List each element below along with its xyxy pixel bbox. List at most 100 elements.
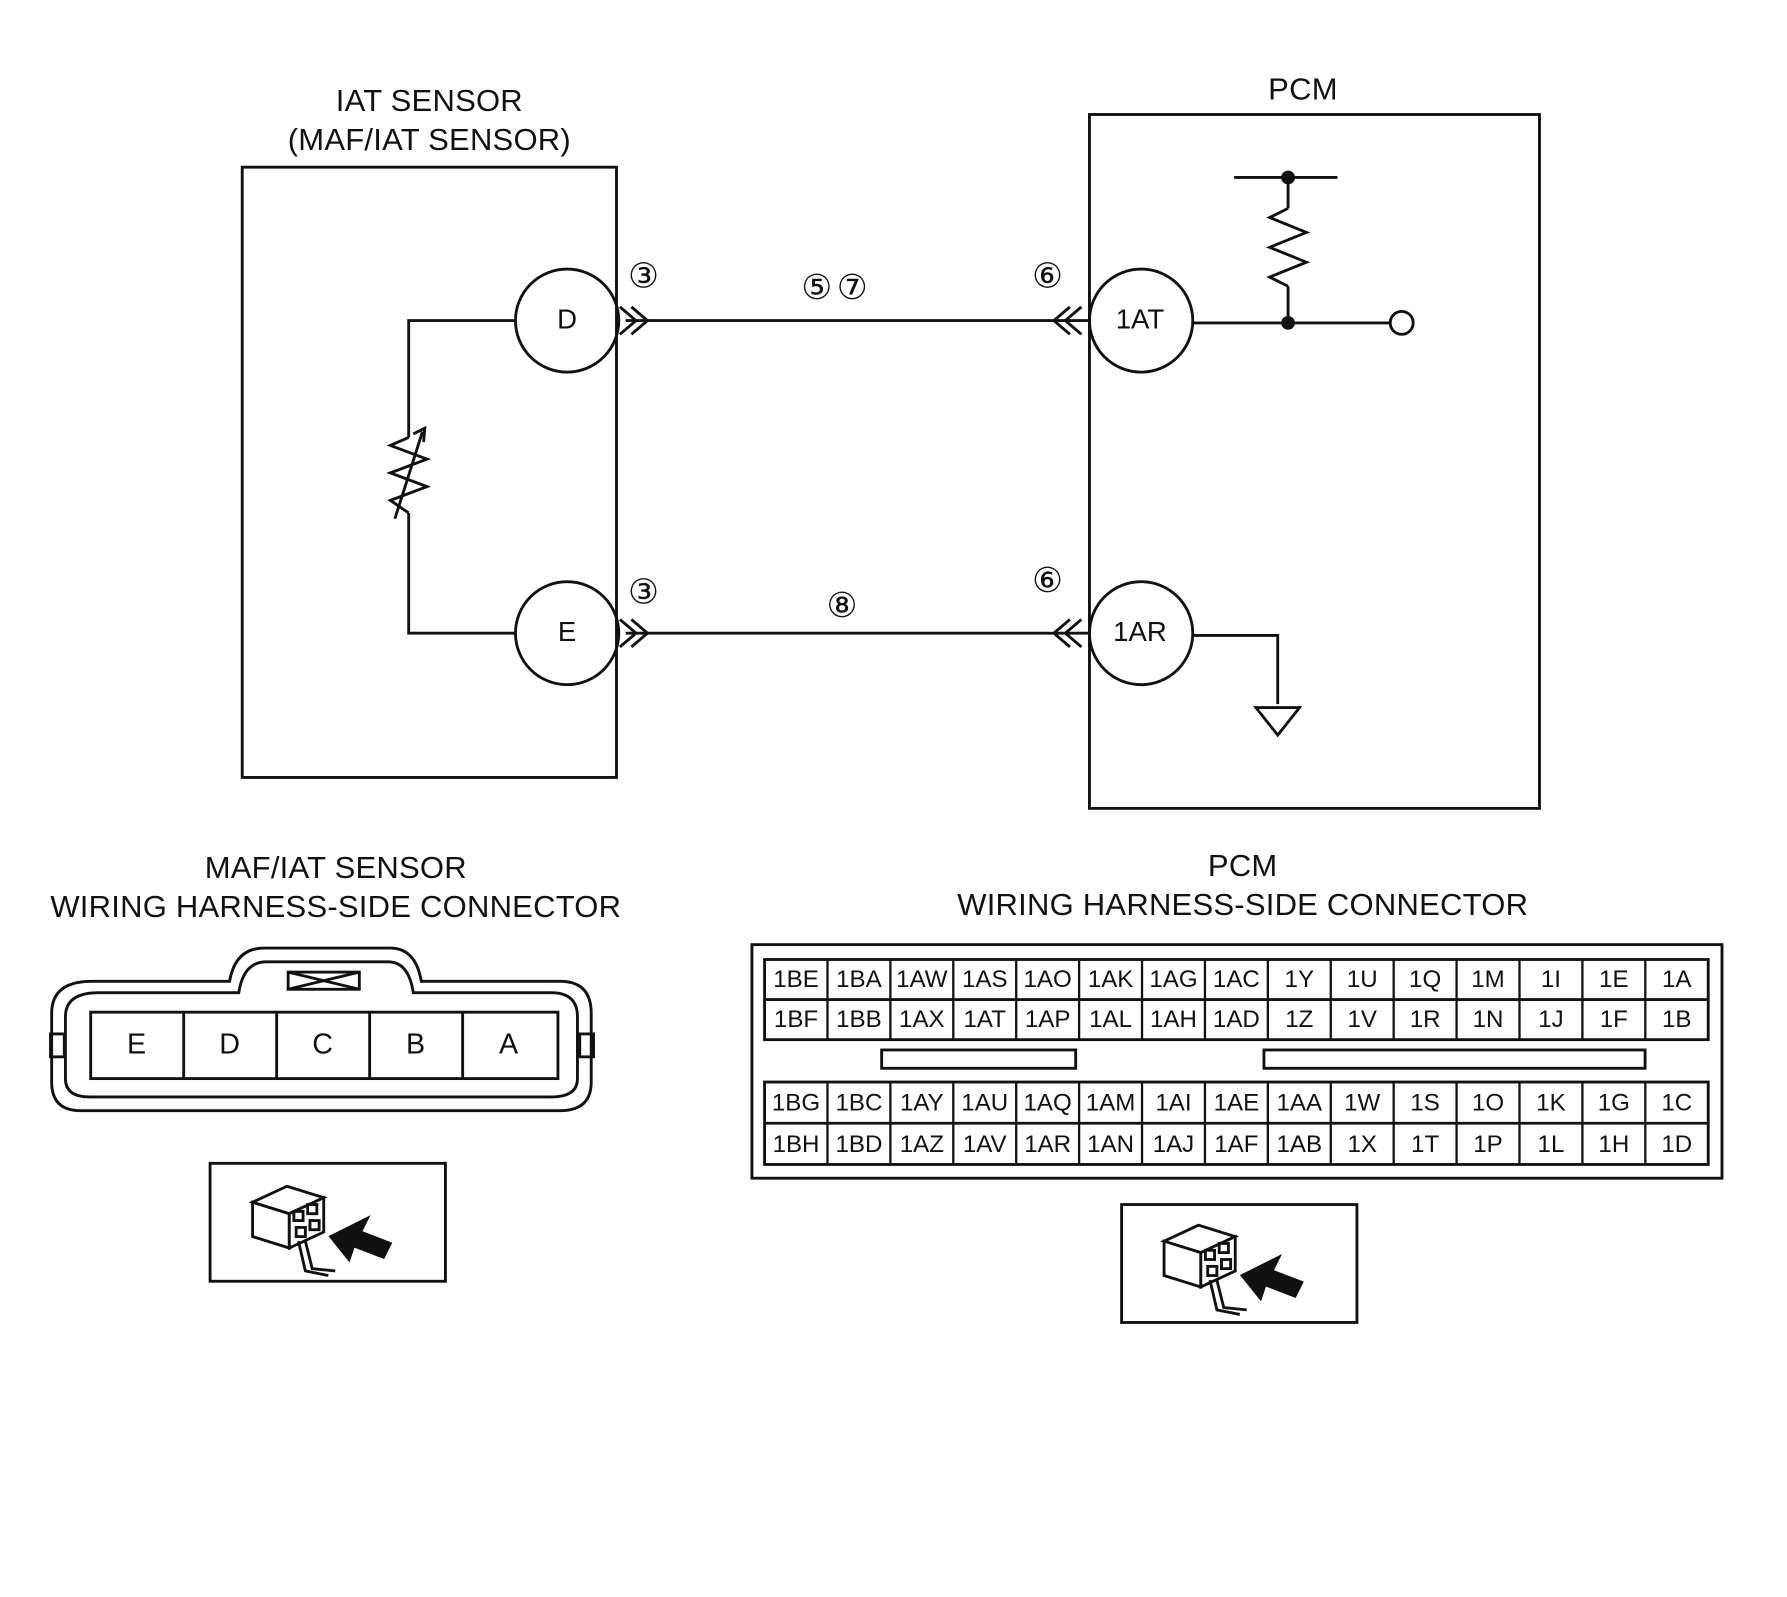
pcm-connector-pin: 1C [1661, 1090, 1693, 1117]
pcm-connector-pin: 1Y [1284, 966, 1315, 993]
thermistor-arrow [393, 431, 424, 520]
pcm-connector-pin: 1AH [1150, 1006, 1197, 1033]
pcm-connector-pin: 1W [1344, 1090, 1381, 1117]
pcm-connector-pin: 1U [1346, 966, 1378, 993]
pcm-box [1088, 113, 1541, 810]
pcm-connector-pin: 1AP [1024, 1006, 1071, 1033]
pcm-connector-pin: 1AC [1212, 966, 1260, 993]
terminal-e-label: E [557, 617, 577, 649]
connector-view-icon [248, 1184, 393, 1277]
maf-pin: A [498, 1028, 519, 1061]
pcm-connector-pin: 1E [1599, 966, 1629, 993]
terminal-1ar-circle [1088, 580, 1195, 687]
pcm-connector-pin: 1AK [1087, 966, 1134, 993]
pcm-connector-pin: 1AX [899, 1006, 945, 1033]
pcm-connector-pin: 1X [1347, 1131, 1377, 1158]
pcm-connector-pin: 1Z [1285, 1006, 1314, 1033]
pcm-connector-pin: 1V [1347, 1006, 1377, 1033]
pcm-connector-pin: 1BB [836, 1006, 882, 1033]
iat-sensor-title: IAT SENSOR (MAF/IAT SENSOR) [257, 82, 601, 159]
pcm-connector-pin: 1AY [899, 1090, 944, 1117]
pcm-connector-title-line1: PCM [1207, 848, 1278, 883]
junction-dot [1281, 170, 1295, 185]
pcm-connector-pin: 1BF [773, 1006, 819, 1033]
pcm-connector-pin: 1D [1661, 1131, 1693, 1158]
pcm-connector-pin: 1J [1538, 1006, 1564, 1033]
terminal-d-label: D [557, 304, 578, 336]
terminal-1at-label: 1AT [1115, 304, 1165, 336]
pcm-connector-pin: 1AL [1089, 1006, 1133, 1033]
pcm-connector-pin: 1AU [961, 1090, 1009, 1117]
maf-pin: B [405, 1028, 426, 1061]
pcm-connector-pin: 1BC [835, 1090, 883, 1117]
diagram-lines [49, 113, 1724, 1324]
pcm-connector-pin: 1N [1472, 1006, 1504, 1033]
maf-connector-title-line2: WIRING HARNESS-SIDE CONNECTOR [50, 889, 622, 924]
pcm-connector-pin: 1M [1471, 966, 1505, 993]
pcm-connector-title: PCM WIRING HARNESS-SIDE CONNECTOR [930, 847, 1556, 924]
pcm-connector-pin: 1R [1409, 1006, 1441, 1033]
pcm-connector-pin: 1AQ [1023, 1090, 1072, 1117]
pcm-connector-pin: 1AI [1155, 1090, 1192, 1117]
connector-mark-pcm-upper: ⑥ [1032, 257, 1063, 296]
pcm-connector-pin: 1Q [1409, 966, 1442, 993]
connector-view-icon [1160, 1223, 1304, 1316]
pcm-connector-pin: 1AO [1023, 966, 1072, 993]
junction-dot [1281, 316, 1295, 330]
pcm-connector-pin: 1G [1597, 1090, 1630, 1117]
pcm-connector-pin: 1T [1411, 1131, 1440, 1158]
pcm-connector-pin: 1BA [836, 966, 882, 993]
terminal-d-circle [514, 267, 621, 374]
pcm-connector-pin: 1AF [1214, 1131, 1259, 1158]
maf-connector-title-line1: MAF/IAT SENSOR [204, 850, 467, 886]
pcm-title: PCM [1268, 72, 1338, 107]
pcm-connector-pin: 1AD [1212, 1006, 1260, 1033]
pcm-connector-pin: 1BD [835, 1131, 883, 1158]
pcm-connector-pin: 1AA [1276, 1090, 1323, 1117]
pcm-connector-pin: 1L [1537, 1131, 1565, 1158]
pcm-connector-pin: 1AJ [1152, 1131, 1195, 1158]
pcm-connector-pin: 1AN [1087, 1131, 1135, 1158]
pcm-connector-pin: 1AB [1276, 1131, 1323, 1158]
ground-icon [1252, 706, 1303, 738]
pcm-connector-pin: 1F [1599, 1006, 1628, 1033]
pullup-resistor-symbol [1265, 207, 1311, 288]
pcm-connector-pin: 1P [1473, 1131, 1503, 1158]
wire-mark-upper: ⑤⑦ [801, 269, 873, 307]
connector-mark-iat-upper: ③ [627, 257, 659, 296]
pcm-connector-title-line2: WIRING HARNESS-SIDE CONNECTOR [957, 887, 1529, 922]
pcm-connector-pin: 1AE [1213, 1090, 1260, 1117]
output-terminal-icon [1388, 310, 1415, 336]
pcm-connector-pin: 1AV [962, 1131, 1007, 1158]
maf-connector-outline [50, 946, 593, 1113]
terminal-1ar-label: 1AR [1113, 617, 1167, 649]
pcm-connector-pin: 1BG [771, 1090, 821, 1117]
maf-pin: C [312, 1028, 333, 1061]
thermistor-symbol [386, 436, 432, 515]
pcm-connector-pin: 1AW [896, 966, 948, 993]
wire-mark-lower: ⑧ [826, 587, 858, 626]
iat-sensor-box [240, 165, 618, 779]
terminal-1at-circle [1088, 267, 1195, 374]
pcm-connector-pin: 1I [1540, 966, 1561, 993]
pcm-connector-pin: 1AS [961, 966, 1008, 993]
pcm-connector-pin: 1AR [1024, 1131, 1072, 1158]
pcm-connector-pin: 1O [1471, 1090, 1505, 1117]
maf-pin: E [127, 1028, 147, 1061]
pcm-connector-pin: 1AT [963, 1006, 1006, 1033]
connector-mark-iat-lower: ③ [627, 573, 659, 612]
maf-view-box [208, 1161, 447, 1283]
pcm-connector-pin: 1BH [772, 1131, 820, 1158]
pcm-connector-outline [750, 943, 1724, 1180]
iat-internal-wire-top [407, 319, 515, 438]
pcm-connector-pin: 1K [1536, 1090, 1566, 1117]
maf-connector-title: MAF/IAT SENSOR WIRING HARNESS-SIDE CONNE… [23, 850, 649, 927]
iat-internal-wire-bottom [407, 512, 515, 635]
maf-pin: D [219, 1028, 240, 1061]
iat-title-line2: (MAF/IAT SENSOR) [287, 122, 571, 157]
pcm-connector-pin: 1AZ [899, 1131, 944, 1158]
iat-title-line1: IAT SENSOR [335, 83, 523, 118]
pcm-connector-pin: 1BE [773, 966, 819, 993]
lock-tab [286, 970, 361, 991]
